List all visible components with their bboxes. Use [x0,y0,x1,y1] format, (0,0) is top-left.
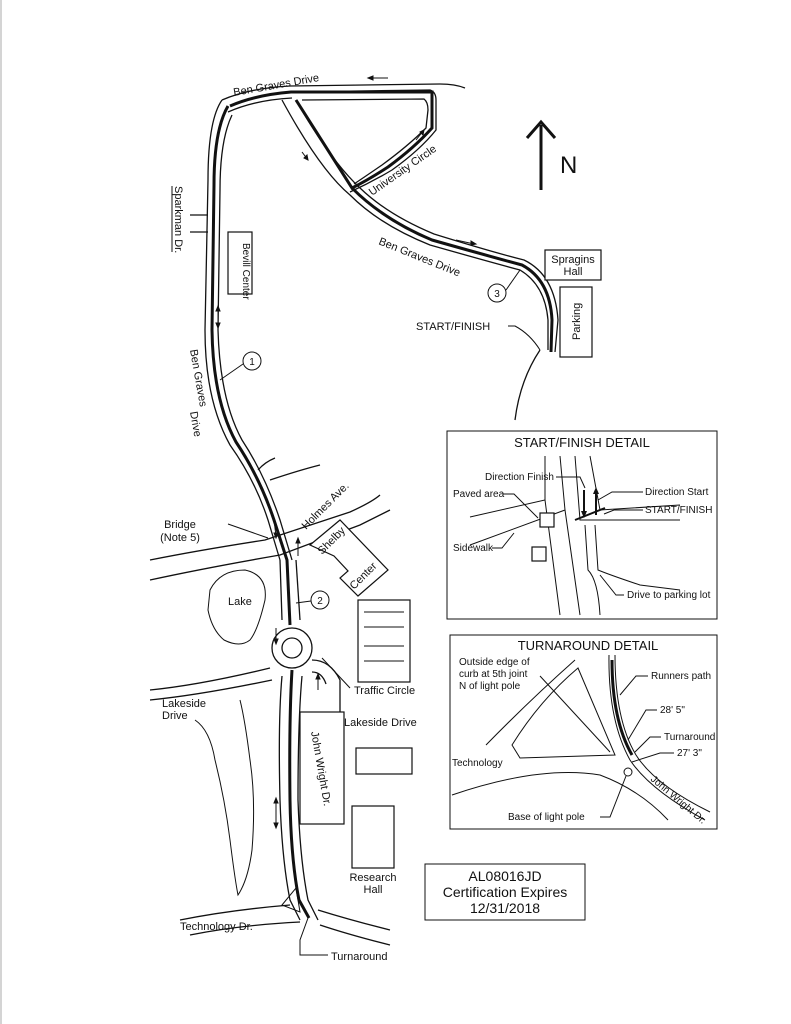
start-finish-detail: START/FINISH DETAIL Direction Finish Dir… [446,430,718,620]
label-research-1: Research [349,872,396,884]
shelby-center [308,519,389,597]
sf-direction-start: Direction Start [645,487,709,498]
label-bevill: Bevill Center [240,243,251,300]
cert-line2: Certification Expires [443,884,568,900]
marker-2: 2 [295,590,330,610]
label-research-2: Hall [364,884,383,896]
ta-dist-2: 27' 3" [677,748,702,759]
cert-date: 12/31/2018 [470,900,540,916]
ta-technology: Technology [452,758,503,769]
label-university-circle: University Circle [367,143,439,198]
label-lakeside-left-1: Lakeside [162,698,206,710]
sf-direction-finish: Direction Finish [485,472,554,483]
spragins-hall [544,249,602,281]
certification-box: AL08016JD Certification Expires 12/31/20… [424,863,586,921]
course-route [210,90,554,919]
svg-text:1: 1 [249,357,255,368]
label-start-finish: START/FINISH [416,321,490,333]
label-lakeside-left-2: Drive [162,710,188,722]
direction-arrows [215,75,478,830]
cert-code: AL08016JD [468,868,541,884]
label-parking: Parking [571,303,583,340]
sf-start-finish: START/FINISH [645,505,712,516]
north-label: N [560,152,577,179]
label-lake: Lake [228,596,252,608]
marker-3: 3 [487,269,521,303]
label-bridge-2: (Note 5) [160,532,200,544]
road-network [149,83,559,946]
building-small [355,747,413,775]
label-traffic-circle: Traffic Circle [354,685,415,697]
research-hall [351,805,395,869]
north-arrow-icon: N [525,119,577,190]
label-spragins-2: Hall [564,266,583,278]
sf-paved-area: Paved area [453,489,505,500]
parking-lot [559,286,593,358]
john-wright-building [299,711,345,825]
label-ben-graves-diag: Ben Graves Drive [377,236,462,280]
ta-turnaround: Turnaround [664,732,715,743]
ta-outside-edge-2: curb at 5th joint [459,669,528,680]
ta-dist-1: 28' 5" [660,705,685,716]
ta-runners-path: Runners path [651,671,711,682]
svg-text:2: 2 [317,596,323,607]
ta-title: TURNAROUND DETAIL [518,638,659,653]
label-sparkman: Sparkman Dr. [172,186,184,253]
sf-sidewalk: Sidewalk [453,543,494,554]
sf-title: START/FINISH DETAIL [514,435,650,450]
label-bridge-1: Bridge [164,519,196,531]
bevill-center [227,231,253,295]
buildings [227,231,602,869]
ta-base-light-pole: Base of light pole [508,812,585,823]
label-technology-dr: Technology Dr. [180,921,253,933]
turnaround-detail: TURNAROUND DETAIL Outside edge of curb a… [449,634,718,830]
marker-1: 1 [219,351,262,381]
label-turnaround: Turnaround [331,951,387,963]
parking-block [357,599,411,683]
ta-outside-edge-3: N of light pole [459,681,521,692]
svg-text:3: 3 [494,289,500,300]
label-lakeside-right: Lakeside Drive [344,717,417,729]
label-spragins-1: Spragins [551,254,595,266]
sf-drive-to-parking: Drive to parking lot [627,590,711,601]
label-ben-graves-left-2: Drive [187,410,203,437]
ta-outside-edge-1: Outside edge of [459,657,530,668]
